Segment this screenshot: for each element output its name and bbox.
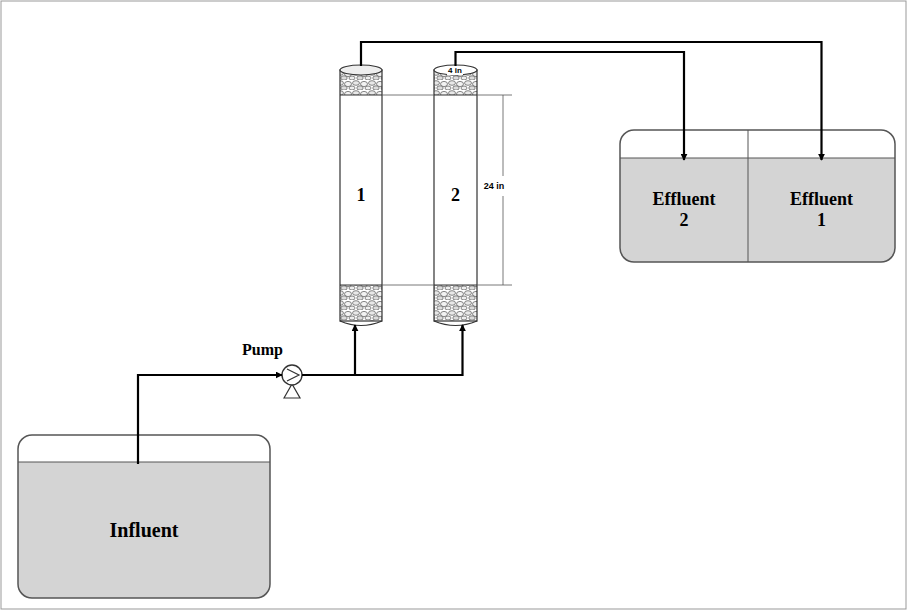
node-box: Effluent 2 [622, 160, 746, 260]
pump-label: Pump [242, 341, 283, 359]
node-box: 2 [434, 66, 477, 325]
pipe-connector [138, 375, 282, 464]
column-label: 2 [451, 185, 460, 206]
tank-label: Effluent 1 [786, 189, 858, 230]
dimension-line [382, 95, 512, 285]
pipe-connector [456, 52, 685, 160]
tank-label: Influent [110, 519, 179, 542]
node-box: 1 [340, 66, 382, 325]
column-label: 1 [357, 185, 366, 206]
dimension-label: 4 in [447, 66, 463, 75]
dimension-label: 24 in [483, 181, 506, 191]
influent-tank [18, 435, 270, 598]
pipe-connector [302, 325, 463, 375]
pump-symbol [282, 365, 302, 398]
effluent-tank [620, 130, 895, 262]
node-box: Influent [20, 464, 268, 596]
column [434, 65, 477, 326]
pipe-connector [361, 42, 822, 160]
pipe-connector [302, 325, 355, 375]
column [340, 65, 382, 326]
tank-label: Effluent 2 [648, 189, 720, 230]
node-box: Pump [282, 365, 302, 385]
node-box: Effluent 1 [750, 160, 893, 260]
